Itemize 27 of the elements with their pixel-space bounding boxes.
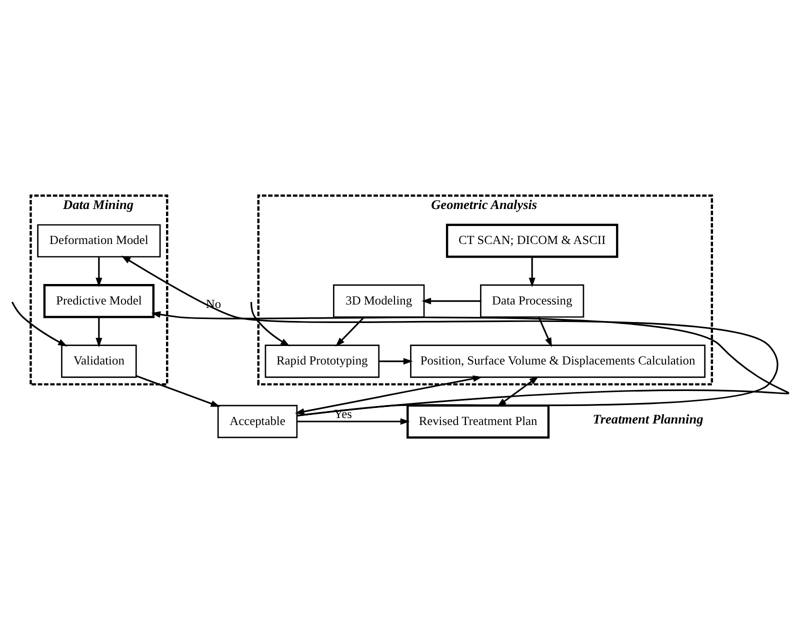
node-box: Position, Surface Volume & Displacements Calculation [410, 344, 706, 378]
arrow [96, 316, 102, 347]
arrow [379, 357, 413, 364]
node-box: CT SCAN; DICOM & ASCII [446, 223, 618, 258]
arrow [538, 316, 552, 347]
arrow [335, 316, 365, 346]
node-box: Deformation Model [37, 224, 161, 257]
arrow [422, 297, 481, 304]
arrow [294, 374, 482, 414]
node-box: Rapid Prototyping [264, 344, 380, 378]
node-box: Data Processing [480, 284, 584, 318]
arrow [496, 376, 539, 406]
node-box: Acceptable [217, 404, 298, 438]
arrow [151, 310, 788, 416]
node-label: Treatment Planning [592, 411, 704, 426]
node-box: 3D Modeling [333, 284, 425, 318]
arrow [11, 301, 68, 346]
node-box: Validation [61, 344, 137, 378]
arrow [121, 255, 778, 416]
arrow [96, 256, 102, 287]
arrow [297, 418, 410, 424]
node-box: Predictive Model [43, 283, 155, 318]
edge-label: No [206, 296, 222, 311]
arrow [250, 302, 290, 346]
node-box: Revised Treatment Plan [406, 404, 550, 438]
arrow [136, 374, 220, 406]
arrow [528, 256, 536, 287]
